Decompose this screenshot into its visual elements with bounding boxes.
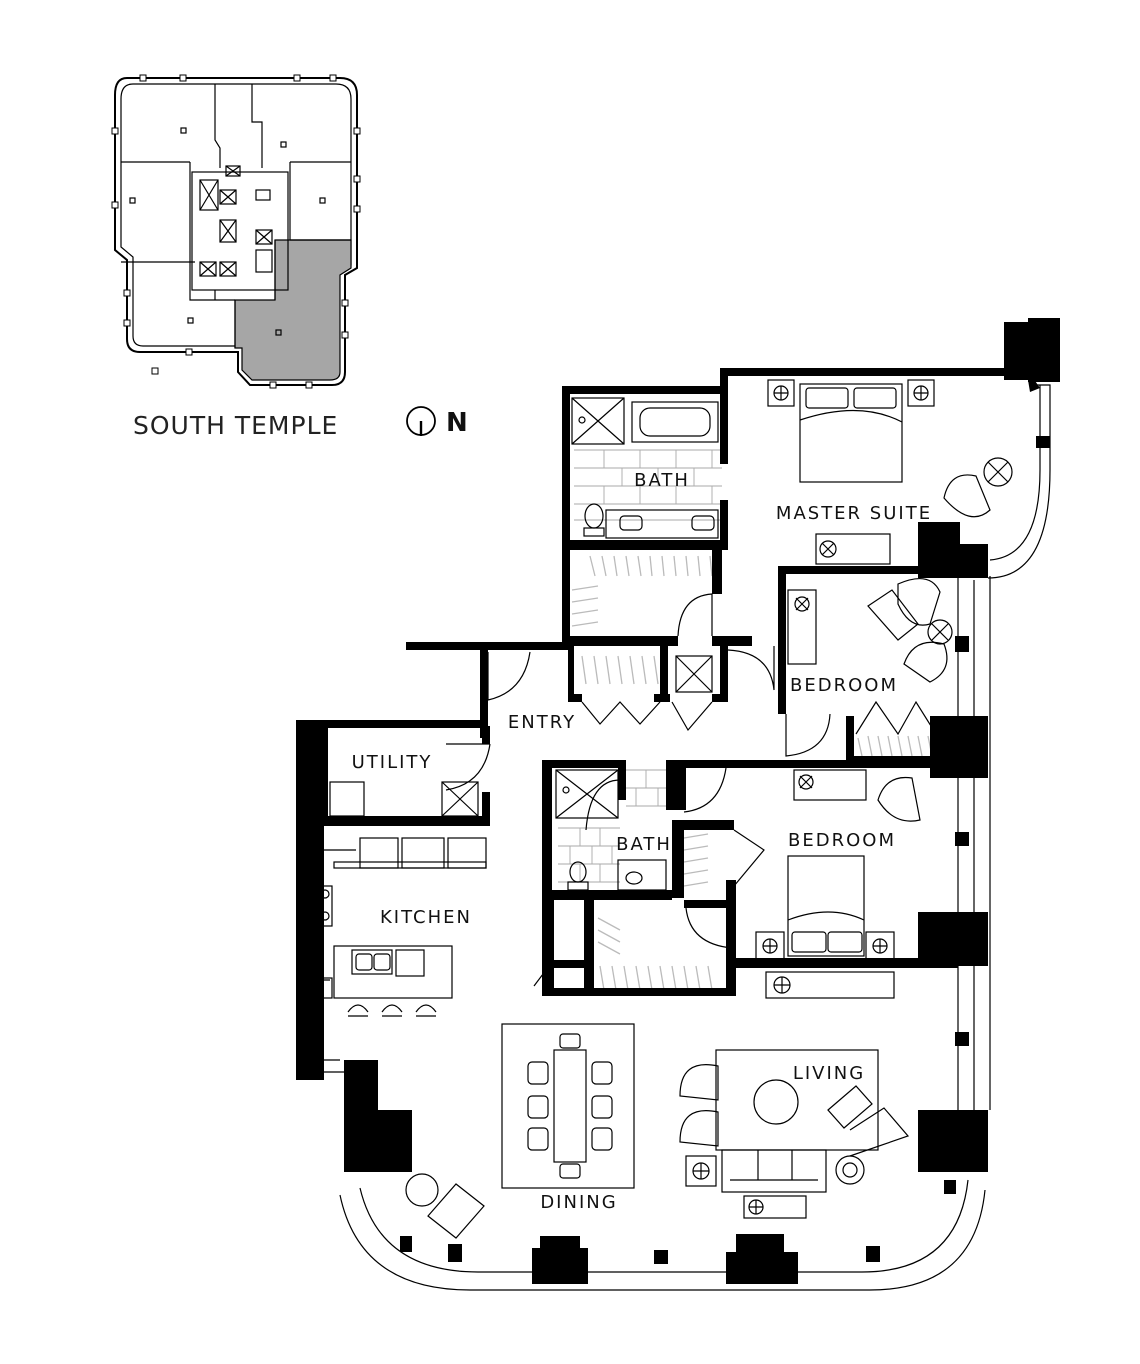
dining-rug xyxy=(501,1023,635,1189)
room-label-living: LIVING xyxy=(793,1063,865,1084)
room-label-kitchen: KITCHEN xyxy=(380,907,472,928)
toilet-icon xyxy=(584,503,604,529)
key-plan-building-label: SOUTH TEMPLE xyxy=(133,411,338,440)
bath-tiles xyxy=(558,449,722,883)
room-label-master-suite: MASTER SUITE xyxy=(776,503,932,524)
key-plan-outline xyxy=(114,77,358,386)
north-arrow: N xyxy=(406,406,468,438)
armchair-icon xyxy=(943,474,991,518)
dryer-icon xyxy=(441,781,479,817)
walls xyxy=(296,318,1060,1284)
bed-icon xyxy=(799,383,903,483)
key-plan xyxy=(111,74,361,389)
room-label-master-bath: BATH xyxy=(634,470,690,491)
shower-icon xyxy=(571,397,625,445)
key-plan-walls xyxy=(121,84,351,348)
range-icon xyxy=(305,885,333,927)
armchair-icon xyxy=(679,1064,719,1101)
sink-icon xyxy=(351,949,393,975)
main-plan xyxy=(296,318,1060,1291)
fixtures xyxy=(305,379,1013,1239)
dining-table-icon xyxy=(553,1049,587,1163)
room-label-hall-bath: BATH xyxy=(616,834,672,855)
doors xyxy=(445,593,937,996)
washer-icon xyxy=(329,781,365,817)
coffee-table-icon xyxy=(753,1079,799,1125)
sofa-icon xyxy=(721,1149,827,1193)
room-label-bedroom-north: BEDROOM xyxy=(790,675,898,696)
room-label-bedroom-middle: BEDROOM xyxy=(788,830,896,851)
room-label-dining: DINING xyxy=(540,1192,617,1213)
north-label: N xyxy=(446,408,468,438)
bathtub-icon xyxy=(631,401,719,443)
room-label-utility: UTILITY xyxy=(352,752,433,773)
key-plan-unit-highlight xyxy=(234,239,352,381)
room-label-entry: ENTRY xyxy=(508,712,576,733)
closet-hatch xyxy=(571,555,933,991)
